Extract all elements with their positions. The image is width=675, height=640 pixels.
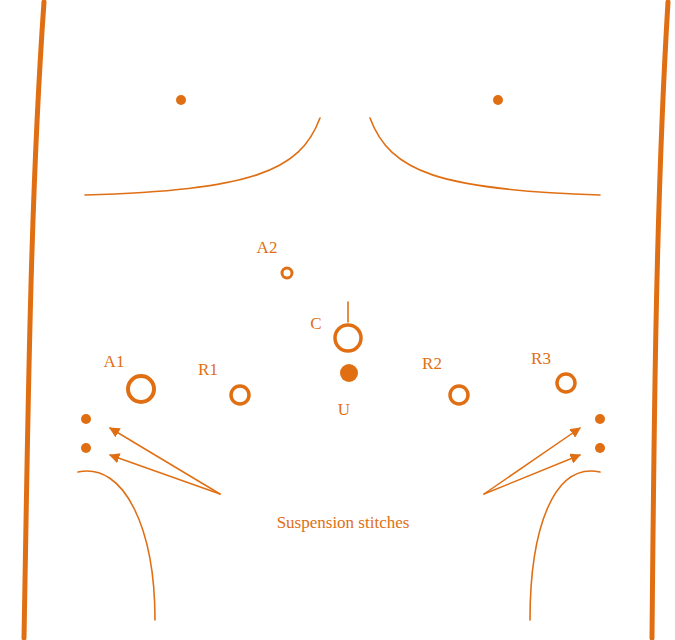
port-label: R2 xyxy=(422,355,442,374)
port-label: R1 xyxy=(198,361,218,380)
rib-margin xyxy=(370,118,600,195)
port-c xyxy=(335,325,361,351)
leader-arrow xyxy=(110,428,220,494)
port-a1 xyxy=(128,376,154,402)
port-label: A1 xyxy=(104,353,125,372)
leader-arrow xyxy=(484,428,580,494)
umbilicus xyxy=(340,364,358,382)
suspension-stitch xyxy=(81,443,91,453)
port-r2 xyxy=(450,386,468,404)
leader-arrow xyxy=(484,455,580,494)
iliac-crest xyxy=(530,471,600,620)
rib-margin xyxy=(85,118,320,195)
port-label: A2 xyxy=(257,239,278,258)
port-label: C xyxy=(310,315,321,334)
nipple xyxy=(493,95,503,105)
iliac-crest xyxy=(78,471,155,620)
suspension-stitch xyxy=(595,443,605,453)
torso-outline xyxy=(652,2,668,638)
suspension-stitch xyxy=(81,414,91,424)
port-a2 xyxy=(282,268,292,278)
leader-arrow xyxy=(110,455,220,494)
camera-incision xyxy=(347,302,349,322)
port-r3 xyxy=(557,374,575,392)
landmark-label: U xyxy=(338,401,350,420)
port-r1 xyxy=(231,386,249,404)
suspension-stitch xyxy=(595,414,605,424)
torso-outline xyxy=(24,2,44,638)
callout-label: Suspension stitches xyxy=(277,514,410,533)
nipple xyxy=(176,95,186,105)
port-label: R3 xyxy=(531,350,551,369)
